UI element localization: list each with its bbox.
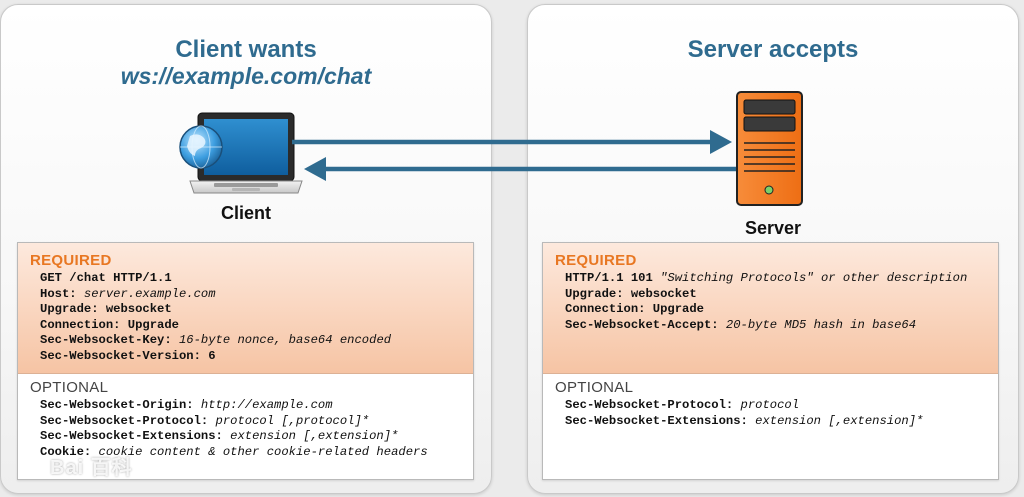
header-value: cookie content & other cookie-related he… [98, 444, 428, 459]
client-optional-label: OPTIONAL [30, 379, 109, 396]
header-key: Upgrade: websocket [565, 286, 697, 301]
header-key: Sec-Websocket-Extensions: [565, 413, 756, 428]
server-title: Server accepts [687, 36, 859, 63]
header-line: Sec-Websocket-Protocol: protocol [565, 398, 923, 414]
header-line: Sec-Websocket-Origin: http://example.com [40, 398, 428, 414]
header-line: Sec-Websocket-Key: 16-byte nonce, base64… [40, 333, 391, 349]
header-line: Sec-Websocket-Version: 6 [40, 349, 391, 365]
header-key: Connection: Upgrade [565, 302, 704, 317]
arrow-left-icon [304, 157, 738, 181]
header-line: Connection: Upgrade [40, 318, 391, 334]
header-key: Sec-Websocket-Key: [40, 333, 179, 348]
header-value: extension [,extension]* [230, 429, 399, 444]
header-value: protocol [740, 398, 800, 412]
header-key: Sec-Websocket-Version: 6 [40, 348, 216, 363]
client-required-label: REQUIRED [30, 252, 112, 269]
client-optional-lines: Sec-Websocket-Origin: http://example.com… [40, 398, 428, 460]
server-required-section: REQUIRED HTTP/1.1 101 "Switching Protoco… [543, 243, 998, 374]
client-title: Client wants [175, 36, 317, 63]
header-key: GET /chat HTTP/1.1 [40, 271, 172, 285]
header-line: Connection: Upgrade [565, 302, 967, 318]
header-value: 20-byte MD5 hash in base64 [725, 317, 917, 332]
arrow-right-icon [292, 130, 732, 154]
client-url: ws://example.com/chat [120, 63, 372, 89]
watermark: Bai 百科 [50, 457, 133, 479]
header-key: Sec-Websocket-Protocol: [565, 398, 741, 412]
header-key: Sec-Websocket-Accept: [565, 317, 726, 332]
header-key: Host: [40, 286, 84, 301]
server-caption: Server [744, 218, 802, 238]
header-line: Upgrade: websocket [40, 302, 391, 318]
header-line: Upgrade: websocket [565, 287, 967, 303]
server-optional-label: OPTIONAL [555, 379, 634, 396]
header-key: HTTP/1.1 101 [565, 271, 661, 285]
header-key: Connection: Upgrade [40, 317, 179, 332]
server-icon [736, 91, 803, 206]
server-required-label: REQUIRED [555, 252, 637, 269]
header-line: GET /chat HTTP/1.1 [40, 271, 391, 287]
header-value: "Switching Protocols" or other descripti… [660, 271, 968, 285]
header-line: HTTP/1.1 101 "Switching Protocols" or ot… [565, 271, 967, 287]
header-line: Sec-Websocket-Accept: 20-byte MD5 hash i… [565, 318, 967, 334]
server-required-lines: HTTP/1.1 101 "Switching Protocols" or ot… [565, 271, 967, 333]
header-value: 16-byte nonce, base64 encoded [178, 333, 392, 348]
header-key: Sec-Websocket-Extensions: [40, 429, 231, 444]
header-key: Upgrade: websocket [40, 302, 172, 317]
server-headers-box: REQUIRED HTTP/1.1 101 "Switching Protoco… [542, 242, 999, 480]
header-key: Cookie: [40, 444, 99, 459]
header-value: extension [,extension]* [755, 413, 924, 428]
header-key: Sec-Websocket-Origin: [40, 398, 201, 412]
header-value: http://example.com [200, 398, 333, 412]
globe-icon [179, 125, 223, 169]
header-value: protocol [,protocol]* [215, 413, 370, 428]
server-panel: Server accepts Server REQUIRED HTTP/1.1 … [527, 4, 1019, 494]
header-line: Sec-Websocket-Extensions: extension [,ex… [565, 414, 923, 430]
header-line: Sec-Websocket-Protocol: protocol [,proto… [40, 414, 428, 430]
client-panel: Client wants ws://example.com/chat Clien… [0, 4, 492, 494]
header-line: Host: server.example.com [40, 287, 391, 303]
header-value: server.example.com [83, 286, 216, 301]
client-caption: Client [220, 203, 271, 223]
header-line: Sec-Websocket-Extensions: extension [,ex… [40, 429, 428, 445]
header-line: Cookie: cookie content & other cookie-re… [40, 445, 428, 461]
header-key: Sec-Websocket-Protocol: [40, 413, 216, 428]
